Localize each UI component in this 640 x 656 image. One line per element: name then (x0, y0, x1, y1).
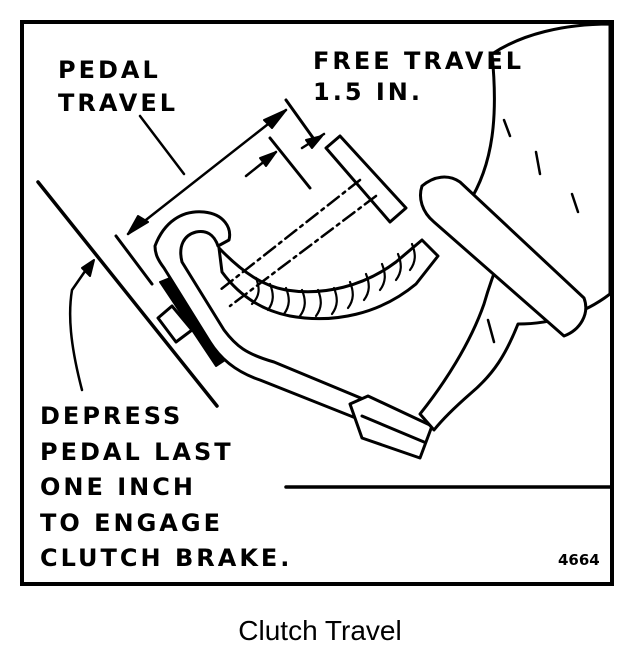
boot-crease-3 (570, 192, 580, 214)
depress-leader (68, 262, 92, 392)
free-travel-arrow-2 (305, 135, 323, 149)
boot-heel (419, 175, 588, 338)
depress-note-line-3: ONE INCH (40, 473, 196, 501)
clutch-rod-head (324, 134, 408, 224)
rod-centerline-2 (228, 194, 378, 308)
pedal-travel-leader (138, 114, 186, 176)
boot-crease-2 (534, 150, 542, 176)
diagram-frame: PEDAL TRAVEL FREE TRAVEL 1.5 IN. DEPRESS… (20, 20, 614, 586)
depress-arrow (81, 259, 95, 277)
pedal-travel-ext-left (114, 234, 154, 286)
rubber-boot (217, 238, 440, 321)
pedal-travel-label-line-2: TRAVEL (58, 89, 179, 117)
rod-centerline (218, 178, 362, 292)
boot-crease-1 (502, 118, 512, 138)
boot-crease-4 (486, 318, 496, 344)
depress-note-line-2: PEDAL LAST (40, 437, 234, 466)
figure-number: 4664 (558, 551, 600, 569)
pedal-travel-label-line-1: PEDAL (58, 56, 161, 84)
depress-note-line-5: CLUTCH BRAKE. (40, 544, 293, 572)
free-travel-arrow-1 (259, 151, 277, 167)
pedal-travel-label: PEDAL TRAVEL (58, 54, 178, 120)
pedal-travel-arrow-left (127, 215, 149, 235)
boot-corrugation (250, 242, 416, 318)
clutch-pedal-illustration (36, 24, 610, 489)
free-travel-ext (268, 136, 312, 190)
depress-note-line-4: TO ENGAGE (40, 508, 223, 537)
pedal-travel-dim-line (126, 108, 288, 236)
depress-note-line-1: DEPRESS (40, 402, 184, 430)
free-travel-label: FREE TRAVEL 1.5 IN. (313, 46, 524, 108)
depress-note: DEPRESS PEDAL LAST ONE INCH TO ENGAGE CL… (40, 399, 292, 577)
pedal-travel-arrow-right (263, 109, 287, 129)
free-travel-label-line-2: 1.5 IN. (313, 78, 424, 106)
free-travel-label-line-1: FREE TRAVEL (313, 47, 525, 75)
pedal-pad-edge (360, 414, 426, 444)
pedal-travel-ext-right (284, 98, 318, 144)
firewall-line (36, 180, 219, 408)
figure-caption: Clutch Travel (238, 615, 402, 646)
